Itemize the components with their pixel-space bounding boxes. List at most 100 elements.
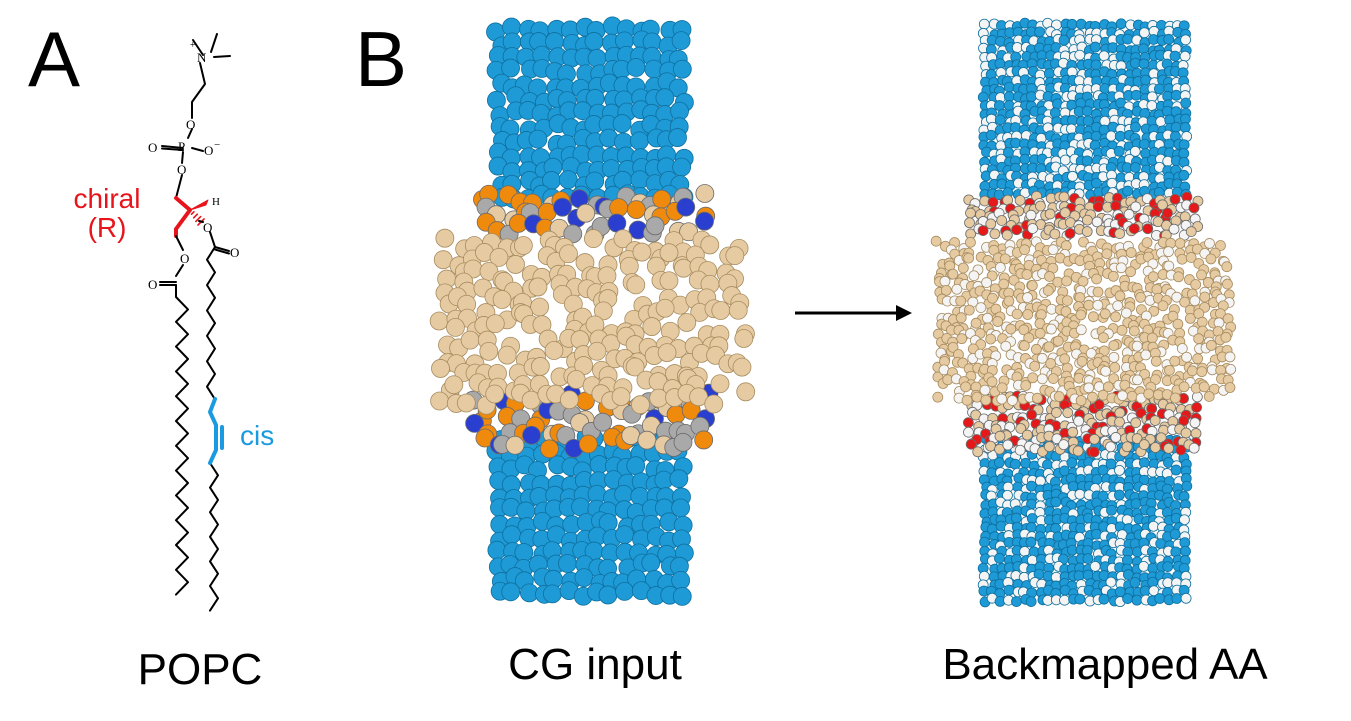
lipid-tail-bead [489, 247, 509, 267]
headgroup-bead [1091, 216, 1103, 228]
headgroup-bead [1180, 427, 1192, 439]
lipid-tail-bead [1150, 355, 1162, 367]
lipid-tail-bead [1053, 391, 1065, 402]
water-bead [1130, 162, 1141, 173]
lipid-tail-bead [1000, 340, 1012, 352]
headgroup-bead [985, 218, 997, 230]
lipid-tail-bead [1117, 390, 1128, 402]
lipid-tail-bead [932, 391, 944, 403]
lipid-tail-bead [631, 395, 650, 415]
lipid-tail-bead [1102, 381, 1114, 393]
water-bead [1113, 145, 1125, 157]
lipid-tail-bead [1019, 244, 1030, 256]
headgroup-bead [994, 430, 1006, 442]
lipid-tail-bead [1119, 379, 1131, 391]
headgroup-bead [1043, 441, 1055, 453]
lipid-tail-bead [1169, 392, 1181, 404]
lipid-tail-bead [1061, 295, 1073, 306]
lipid-tail-bead [1087, 311, 1099, 323]
water-bead [1162, 561, 1174, 572]
lipid-tail-bead [1184, 312, 1196, 324]
water-bead [1066, 457, 1078, 469]
lipid-tail-bead [613, 229, 633, 249]
water-bead [1089, 560, 1101, 572]
water-bead [502, 525, 522, 545]
water-bead [1114, 465, 1125, 476]
lipid-tail-bead [513, 236, 533, 255]
lipid-tail-bead [1100, 365, 1112, 377]
lipid-tail-bead [956, 333, 968, 345]
headgroup-bead [1169, 193, 1181, 205]
lipid-tail-bead [1030, 343, 1042, 355]
water-bead [1130, 121, 1141, 133]
water-bead [1059, 594, 1070, 606]
atom-o: O [148, 277, 157, 292]
water-bead [994, 552, 1005, 564]
lipid-tail-bead [435, 228, 455, 248]
lipid-tail-bead [1061, 275, 1072, 287]
water-bead [671, 31, 691, 51]
water-bead [1130, 89, 1142, 101]
lipid-tail-bead [559, 244, 578, 264]
atom-o: O [204, 143, 213, 158]
water-bead [1011, 596, 1022, 608]
water-bead [1163, 33, 1175, 45]
lipid-tail-bead [1083, 382, 1095, 394]
headgroup-bead [1049, 228, 1061, 240]
headgroup-bead [1163, 442, 1174, 454]
lipid-tail-bead [1101, 248, 1113, 260]
water-bead [585, 171, 605, 191]
lipid-tail-bead [710, 374, 730, 394]
lipid-tail-bead [657, 343, 677, 362]
water-bead [978, 18, 990, 30]
lipid-tail-bead [986, 376, 998, 388]
lipid-tail-bead [619, 256, 639, 276]
lipid-tail-bead [1186, 365, 1198, 377]
water-bead [1180, 545, 1191, 557]
lipid-tail-bead [1131, 340, 1143, 352]
lipid-tail-bead [1169, 355, 1181, 367]
lipid-tail-bead [992, 316, 1004, 327]
headgroup-bead [1027, 223, 1039, 234]
chiral-config: (R) [87, 212, 127, 244]
water-bead [1179, 50, 1191, 62]
headgroup-bead [1035, 200, 1046, 212]
water-bead [1049, 107, 1061, 119]
water-bead [1082, 115, 1094, 127]
lipid-tail-bead [996, 382, 1008, 394]
lipid-tail-bead [704, 394, 724, 414]
lipid-tail-bead [1125, 266, 1137, 278]
atom-o: O [148, 140, 157, 155]
lipid-tail-bead [979, 384, 991, 396]
lipid-tail-bead [625, 357, 645, 377]
atom-o: O [177, 162, 186, 177]
lipid-tail-bead [677, 313, 697, 332]
headgroup-bead [1105, 441, 1116, 453]
water-bead [584, 32, 604, 51]
headgroup-bead [1058, 191, 1070, 203]
lipid-tail-bead [559, 390, 579, 410]
water-bead [1097, 464, 1109, 476]
water-bead [574, 568, 594, 587]
lipid-tail-bead [700, 235, 720, 255]
headgroup-bead [1162, 207, 1173, 219]
lipid-tail-bead [1126, 390, 1138, 402]
panel-label-a: A [28, 15, 81, 103]
lipid-tail-bead [593, 301, 613, 321]
headgroup-bead [1014, 444, 1026, 456]
lipid-tail-bead [955, 312, 967, 324]
water-bead [1050, 496, 1062, 508]
headgroup-bead [1114, 407, 1126, 419]
headgroup-bead [1044, 208, 1056, 220]
water-bead [558, 170, 578, 190]
headgroup-bead [972, 446, 984, 458]
water-bead [1170, 121, 1182, 133]
lipid-tail-bead [1167, 310, 1179, 322]
headgroup-bead [593, 412, 613, 432]
water-bead [1140, 74, 1152, 86]
headgroup-bead [1123, 208, 1135, 220]
lipid-tail-bead [1109, 362, 1121, 373]
water-bead [1082, 553, 1094, 565]
water-bead [1035, 475, 1046, 487]
